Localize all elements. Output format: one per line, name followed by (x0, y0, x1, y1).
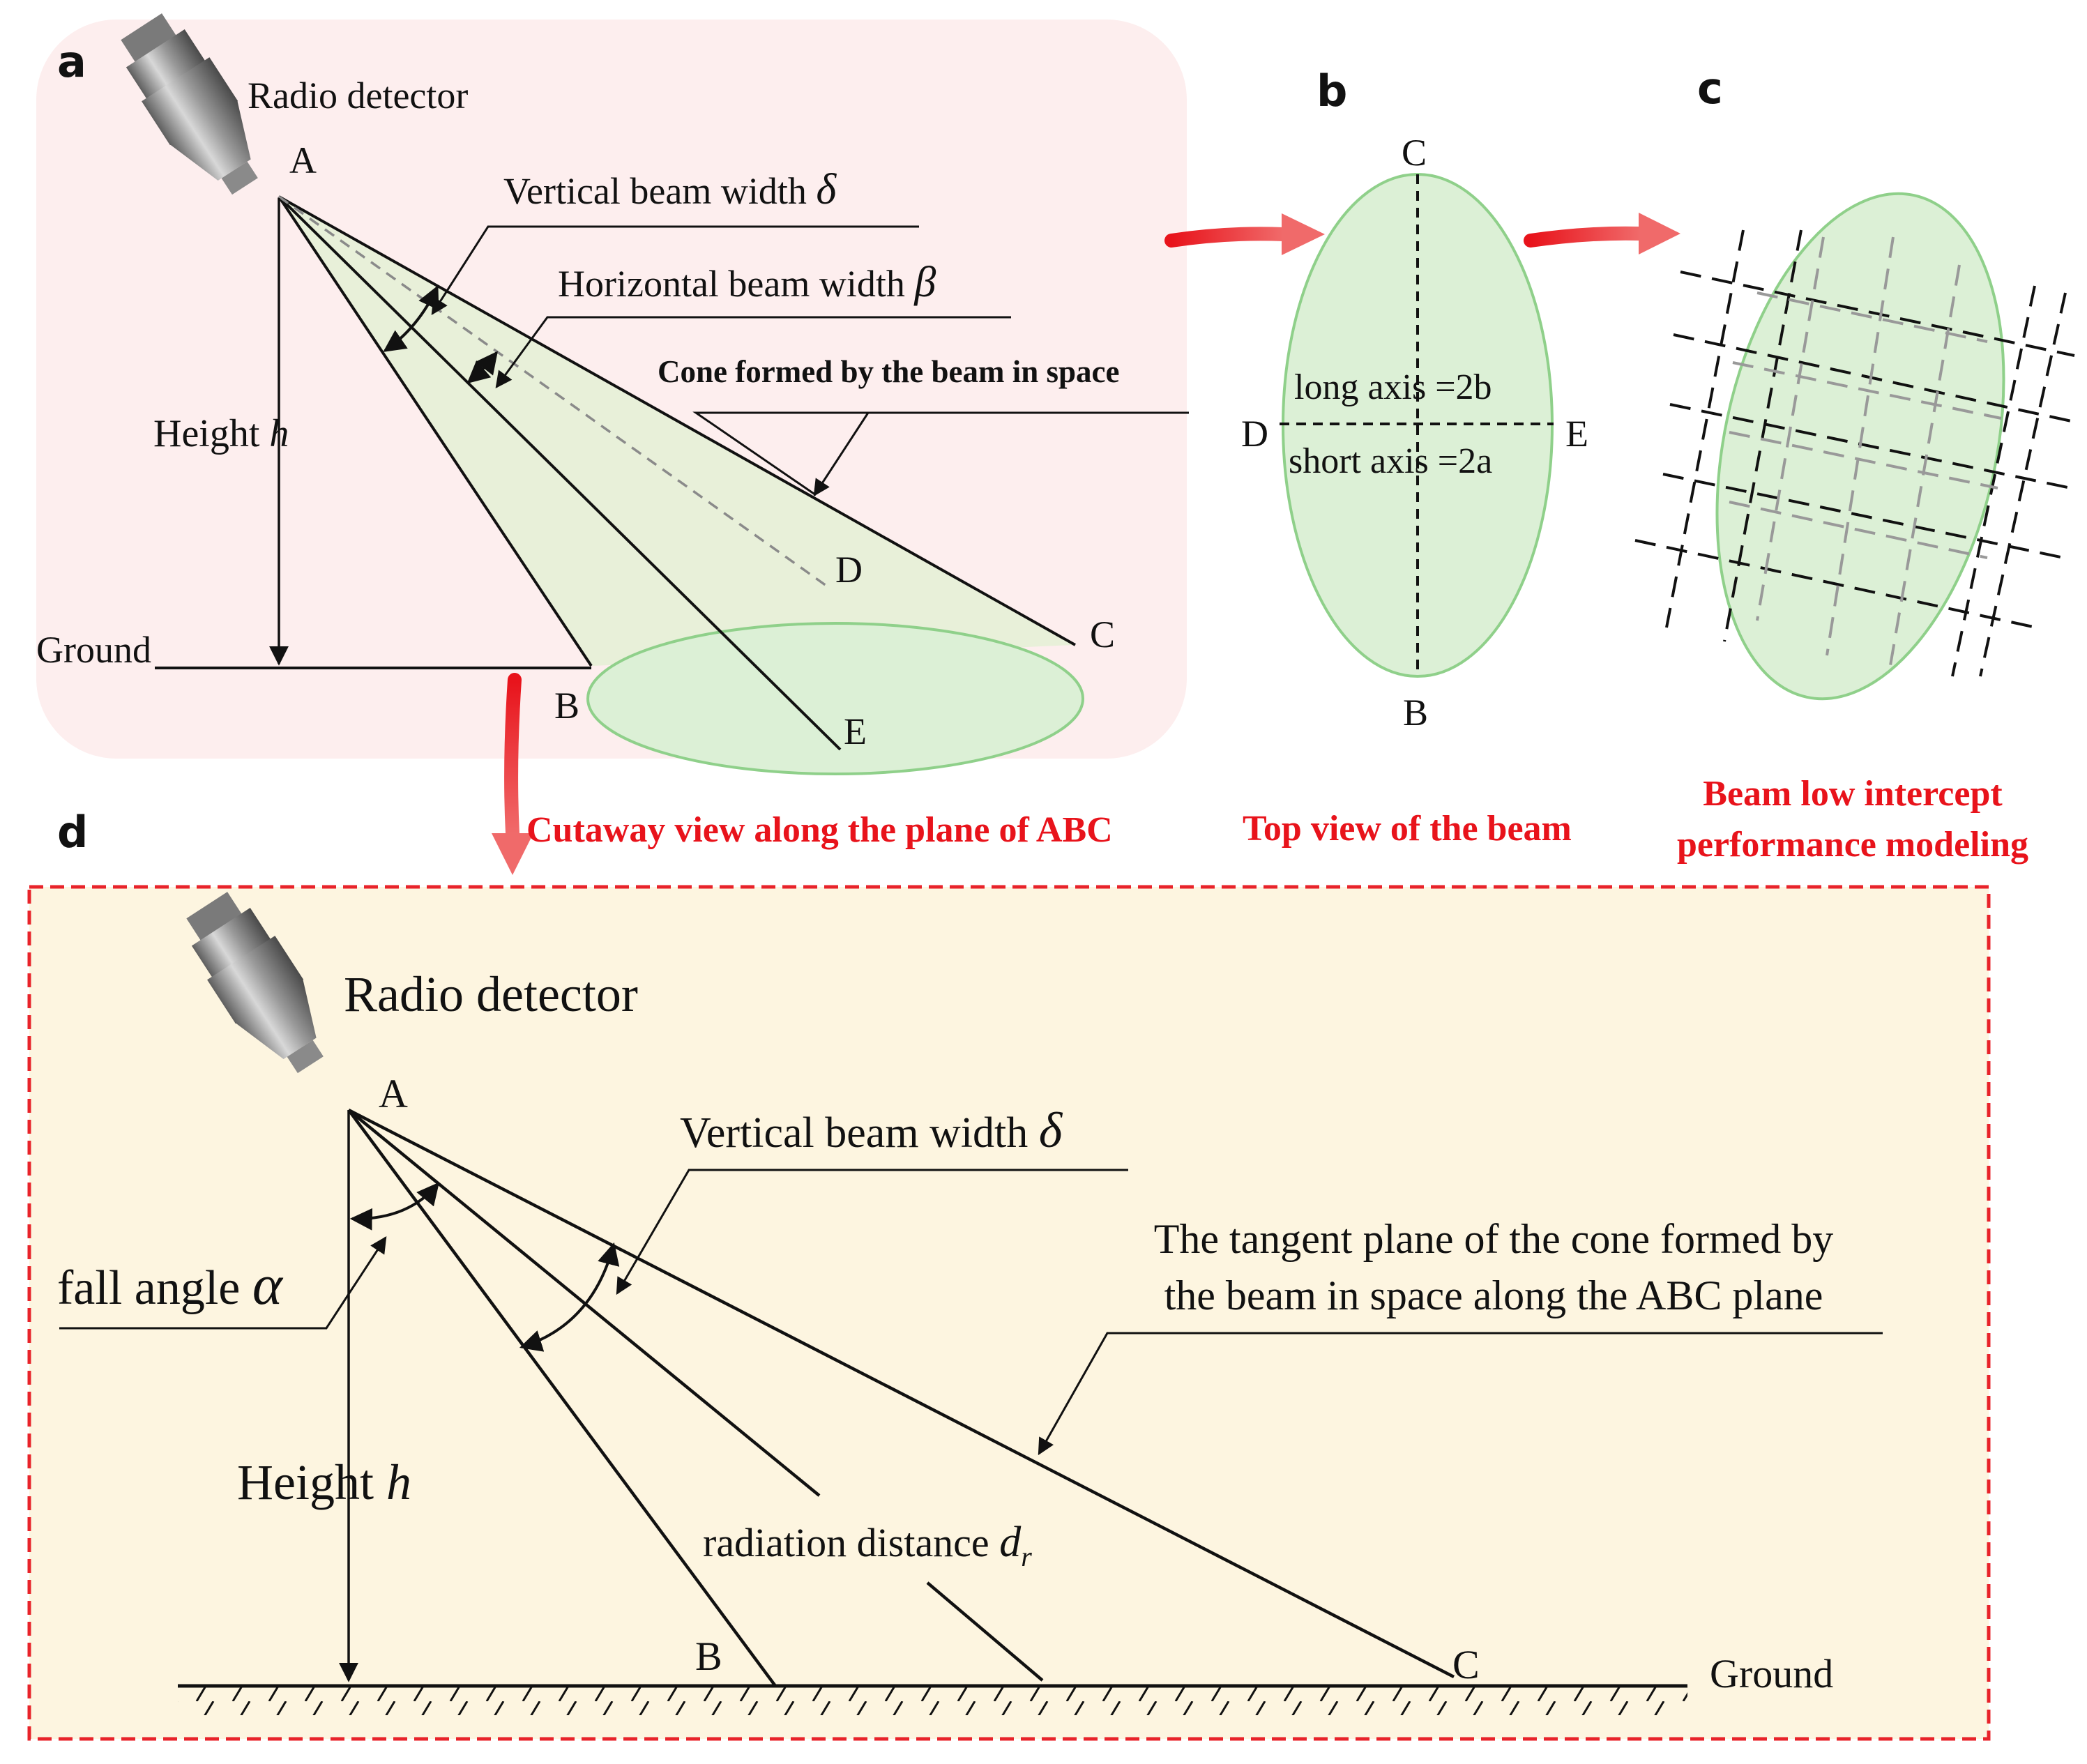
vertical-beam-label-d: Vertical beam width δ (680, 1102, 1063, 1158)
beam-cone-fill (279, 197, 1074, 666)
cone-leader-a (692, 411, 1189, 496)
beam-footprint-ellipse (586, 622, 1084, 775)
point-d-label-b: D (1241, 413, 1268, 455)
tangent-label-line1-d: The tangent plane of the cone formed by (1154, 1216, 1834, 1262)
height-label-d: Height h (237, 1454, 411, 1510)
point-b-label-a: B (554, 685, 579, 727)
detector-label-d: Radio detector (344, 966, 638, 1022)
horizontal-beam-label-a: Horizontal beam width β (558, 259, 936, 306)
panel-b-letter: b (1316, 66, 1347, 116)
red-arrow-a-to-b (1164, 227, 1290, 248)
red-arrow-b-to-c (1524, 226, 1647, 248)
point-c-label-a: C (1090, 614, 1115, 655)
red-arrow-b-to-c-head (1639, 213, 1680, 254)
short-axis-label: short axis =2a (1289, 441, 1492, 481)
point-a-label-d: A (379, 1071, 408, 1116)
panel-b: b C B D E long axis =2b short axis =2a (1241, 66, 1588, 733)
radio-detector-icon-d (186, 892, 324, 1074)
panel-a: a Radio detector A Vertical beam width δ… (36, 13, 1189, 775)
ground-hatching-d (178, 1687, 1687, 1715)
red-arrow-a-to-b-head (1282, 213, 1325, 255)
point-c-label-d: C (1452, 1642, 1480, 1687)
ray-ac-d (347, 1108, 1455, 1679)
radiation-distance-label-d: radiation distance dr (703, 1519, 1032, 1572)
fall-angle-arc-d (349, 1182, 440, 1231)
panel-d-frame (27, 885, 1991, 1741)
grid-lines-gray (1729, 236, 2002, 670)
horizontal-beam-leader-a (495, 316, 1011, 388)
tangent-leader-d (1038, 1332, 1883, 1456)
panel-d: d Radio detector A Vertical beam w (27, 807, 1991, 1741)
cone-edge-ae (278, 195, 842, 751)
red-arrow-a-to-d-head (492, 833, 533, 875)
red-arrow-a-to-d (504, 673, 522, 840)
vertical-beam-arc-d (519, 1242, 620, 1352)
ground-label-a: Ground (36, 629, 151, 671)
long-axis-label: long axis =2b (1294, 367, 1492, 407)
caption-modeling-line2: performance modeling (1677, 825, 2028, 865)
cone-label-a: Cone formed by the beam in space (658, 354, 1119, 389)
vertical-beam-leader-a (431, 225, 919, 316)
detector-label-a: Radio detector (248, 75, 468, 116)
caption-modeling-line1: Beam low intercept (1703, 774, 2003, 814)
radio-detector-icon-a (121, 13, 258, 195)
point-d-label-a: D (835, 549, 863, 591)
vertical-beam-label-a: Vertical beam width δ (503, 166, 837, 213)
panel-d-letter: d (57, 807, 88, 858)
point-b-label-d: B (695, 1634, 722, 1679)
grid-lines-black (1634, 229, 2075, 677)
height-label-a: Height h (153, 412, 289, 455)
fall-angle-leader-d (59, 1235, 387, 1330)
horizontal-angle-arc-a (466, 351, 498, 384)
fall-angle-label-d: fall angle α (57, 1253, 284, 1316)
cone-edge-ab (278, 195, 593, 667)
radiation-distance-tick (926, 1581, 1044, 1682)
point-a-label-a: A (289, 139, 317, 181)
panel-c: c (1634, 63, 2075, 701)
ground-label-d: Ground (1710, 1651, 1833, 1696)
vertical-beam-leader-d (616, 1169, 1128, 1295)
cone-edge-ac (278, 195, 1076, 646)
caption-top-view: Top view of the beam (1243, 809, 1572, 849)
panel-c-letter: c (1697, 63, 1723, 114)
vertical-angle-arc-a (383, 285, 439, 352)
caption-cutaway: Cutaway view along the plane of ABC (526, 810, 1113, 850)
point-e-label-a: E (844, 710, 867, 752)
point-b-label-b: B (1403, 692, 1428, 733)
tangent-label-line2-d: the beam in space along the ABC plane (1164, 1272, 1823, 1318)
point-c-label-b: C (1402, 132, 1427, 174)
point-e-label-b: E (1565, 413, 1588, 455)
cone-leader-arrow-a (813, 412, 870, 497)
panel-a-letter: a (57, 36, 86, 87)
